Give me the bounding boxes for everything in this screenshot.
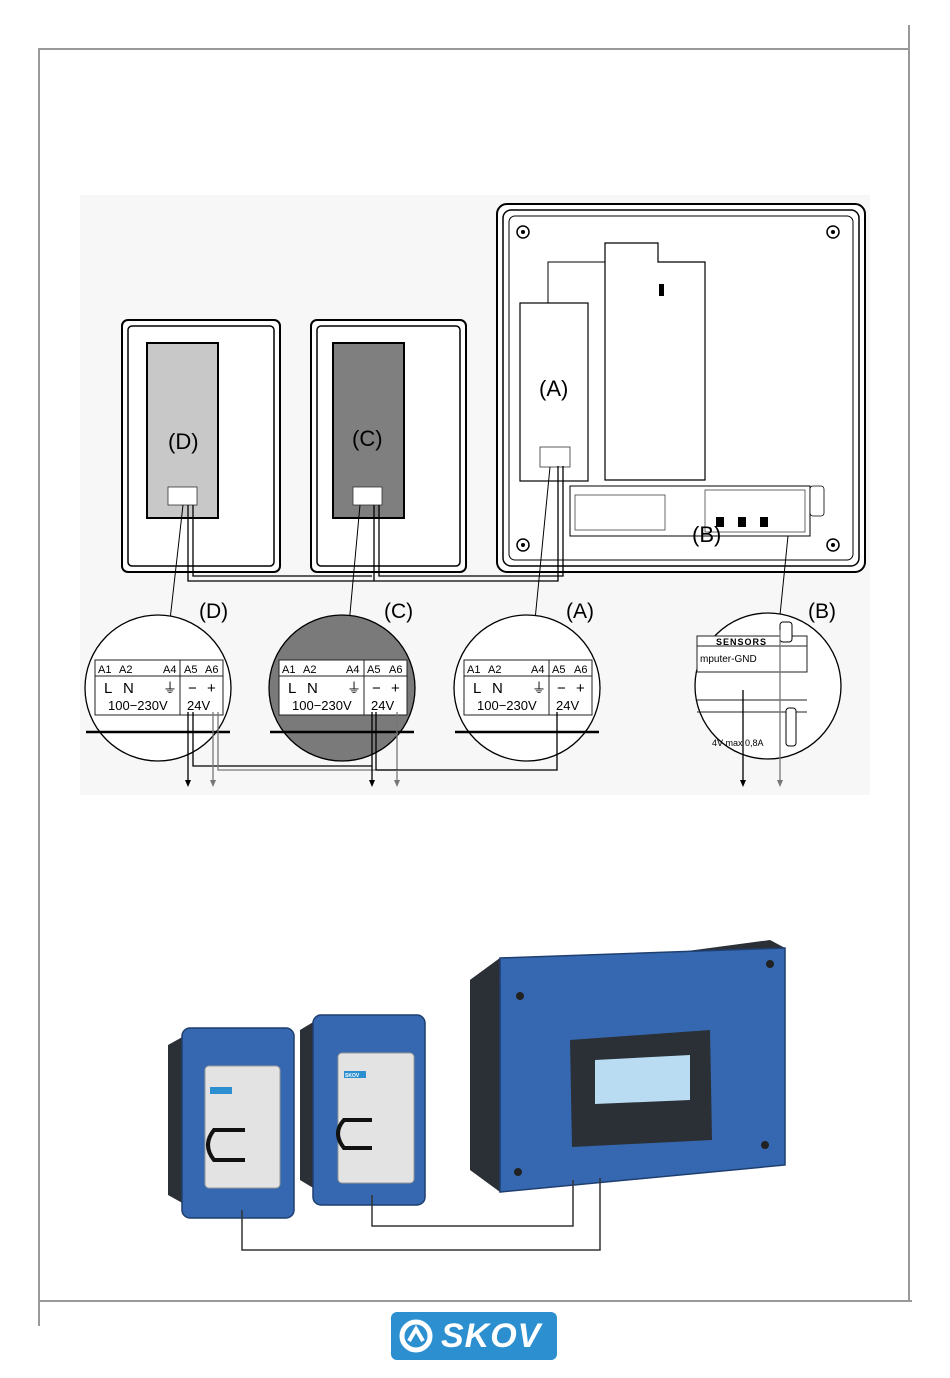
max-current-label: 4V max 0,8A	[712, 738, 764, 748]
unit-c-enclosure	[311, 320, 466, 572]
unit-d-enclosure	[122, 320, 280, 572]
terminal-a4: A4	[531, 664, 544, 676]
terminal-a1: A1	[467, 664, 480, 676]
terminal-l: L	[288, 680, 296, 697]
wiring-diagram: (D) (C) (A) (B)	[80, 195, 870, 795]
terminal-a2: A2	[488, 664, 501, 676]
detail-d-label: (D)	[199, 600, 228, 623]
terminal-a6: A6	[574, 664, 587, 676]
terminal-l: L	[104, 680, 112, 697]
terminal-minus: −	[188, 680, 197, 697]
voltage-dc-label: 24V	[556, 698, 579, 713]
detail-a-label: (A)	[566, 600, 594, 623]
terminal-a6: A6	[205, 664, 218, 676]
terminal-a5: A5	[184, 664, 197, 676]
voltage-dc-label: 24V	[187, 698, 210, 713]
unit-d-label: (D)	[168, 429, 199, 454]
unit-a-label: (A)	[539, 376, 568, 401]
skov-logo-text: SKOV	[441, 1317, 541, 1356]
detail-c-label: (C)	[384, 600, 413, 623]
terminal-plus: +	[576, 680, 585, 697]
voltage-ac-label: 100−230V	[477, 698, 537, 713]
voltage-ac-label: 100−230V	[292, 698, 352, 713]
terminal-minus: −	[372, 680, 381, 697]
terminal-a2: A2	[303, 664, 316, 676]
terminal-n: N	[307, 680, 318, 697]
terminal-a6: A6	[389, 664, 402, 676]
terminal-ground-icon: ⏚	[163, 680, 177, 696]
frame-corner-tick	[908, 25, 910, 50]
terminal-n: N	[123, 680, 134, 697]
terminal-a5: A5	[367, 664, 380, 676]
terminal-plus: +	[207, 680, 216, 697]
terminal-ground-icon: ⏚	[532, 680, 546, 696]
detail-b-label: (B)	[808, 600, 836, 623]
terminal-a4: A4	[346, 664, 359, 676]
footer-rule	[38, 1300, 912, 1302]
terminal-n: N	[492, 680, 503, 697]
product-illustration: SKOV	[160, 935, 790, 1255]
terminal-a1: A1	[282, 664, 295, 676]
terminal-minus: −	[557, 680, 566, 697]
product-badge: SKOV	[345, 1073, 360, 1079]
terminal-ground-icon: ⏚	[347, 680, 361, 696]
terminal-a1: A1	[98, 664, 111, 676]
sensors-header: SENSORS	[716, 637, 767, 647]
footer-left-tick	[38, 1300, 40, 1326]
terminal-a5: A5	[552, 664, 565, 676]
unit-b-label: (B)	[692, 522, 721, 547]
expansion-unit-c: SKOV	[300, 1015, 425, 1205]
skov-logo: SKOV	[391, 1312, 557, 1360]
voltage-ac-label: 100−230V	[108, 698, 168, 713]
voltage-dc-label: 24V	[371, 698, 394, 713]
main-controller-unit	[470, 940, 785, 1192]
unit-c-label: (C)	[352, 426, 383, 451]
computer-gnd-label: mputer-GND	[700, 654, 757, 665]
terminal-a4: A4	[163, 664, 176, 676]
terminal-l: L	[473, 680, 481, 697]
terminal-plus: +	[391, 680, 400, 697]
terminal-a2: A2	[119, 664, 132, 676]
expansion-unit-d	[168, 1028, 294, 1218]
skov-logo-icon	[399, 1319, 433, 1353]
